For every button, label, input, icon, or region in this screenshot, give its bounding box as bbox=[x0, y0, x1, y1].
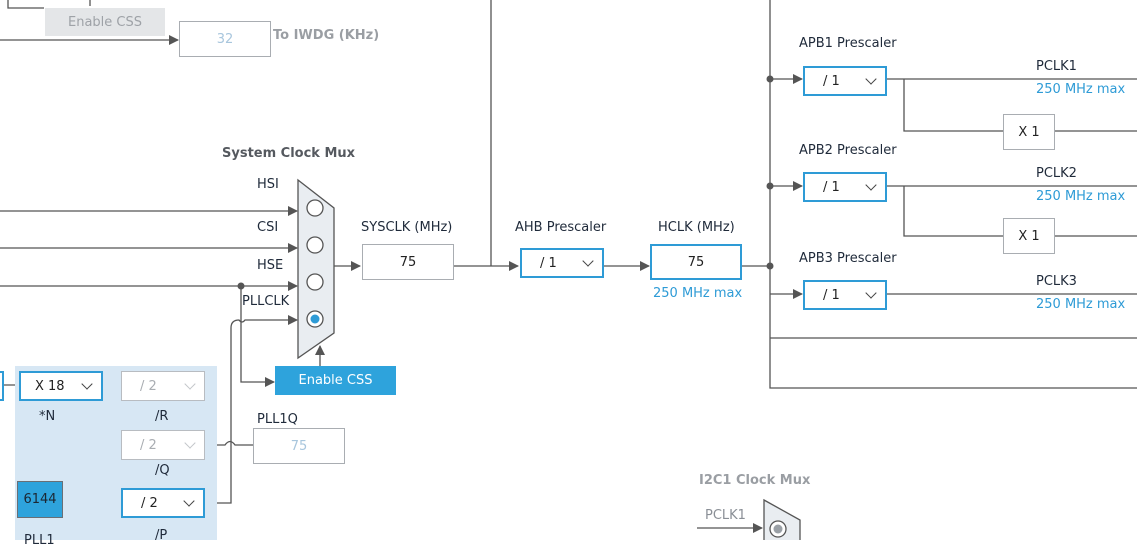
ahb-prescaler-label: AHB Prescaler bbox=[515, 220, 607, 235]
apb3-prescaler-label: APB3 Prescaler bbox=[799, 251, 897, 266]
mux-radio-hsi[interactable] bbox=[306, 199, 324, 217]
pll-q-value: / 2 bbox=[140, 437, 157, 453]
pll-p-value: / 2 bbox=[141, 495, 158, 511]
sysclk-label: SYSCLK (MHz) bbox=[361, 220, 453, 235]
pclk3-label: PCLK3 bbox=[1036, 274, 1077, 289]
apb2-prescaler-value: / 1 bbox=[823, 179, 840, 195]
pll-r-divider-select[interactable]: / 2 bbox=[121, 371, 205, 401]
apb1-prescaler-select[interactable]: / 1 bbox=[803, 66, 887, 96]
mux-radio-selected-dot bbox=[310, 314, 320, 324]
apb3-prescaler-select[interactable]: / 1 bbox=[803, 280, 887, 310]
pll-fraction-box[interactable]: 6144 bbox=[17, 481, 63, 518]
pclk1-max-label: 250 MHz max bbox=[1036, 82, 1126, 97]
pll1q-label: PLL1Q bbox=[257, 412, 298, 427]
pclk1-label: PCLK1 bbox=[1036, 59, 1077, 74]
mux-input-hse-label: HSE bbox=[257, 258, 284, 273]
i2c1-clock-mux-title: I2C1 Clock Mux bbox=[699, 473, 811, 488]
pll-r-value: / 2 bbox=[140, 378, 157, 394]
pll-n-label: *N bbox=[39, 409, 56, 424]
iwdg-value-box: 32 bbox=[179, 21, 271, 57]
mux-input-hsi-label: HSI bbox=[257, 177, 279, 192]
ahb-prescaler-value: / 1 bbox=[540, 255, 557, 271]
pll-n-value: X 18 bbox=[35, 378, 65, 394]
mux-radio-csi[interactable] bbox=[306, 236, 324, 254]
mux-input-csi-label: CSI bbox=[257, 220, 279, 235]
pclk2-max-label: 250 MHz max bbox=[1036, 189, 1126, 204]
pll-r-label: /R bbox=[155, 409, 169, 424]
pll-q-label: /Q bbox=[155, 463, 170, 478]
pll-n-multiplier-select[interactable]: X 18 bbox=[19, 371, 103, 401]
pll-p-divider-select[interactable]: / 2 bbox=[121, 488, 205, 518]
pll-q-divider-select[interactable]: / 2 bbox=[121, 430, 205, 460]
sysclk-value-box[interactable]: 75 bbox=[362, 244, 454, 280]
apb1-timer-multiplier-box: X 1 bbox=[1003, 114, 1055, 150]
hclk-label: HCLK (MHz) bbox=[658, 220, 735, 235]
enable-css-button-top[interactable]: Enable CSS bbox=[45, 8, 165, 36]
pclk3-max-label: 250 MHz max bbox=[1036, 297, 1126, 312]
enable-css-button[interactable]: Enable CSS bbox=[275, 366, 396, 395]
apb2-timer-multiplier-box: X 1 bbox=[1003, 218, 1055, 254]
apb1-prescaler-value: / 1 bbox=[823, 73, 840, 89]
ahb-prescaler-select[interactable]: / 1 bbox=[520, 248, 604, 278]
pll-p-label: /P bbox=[155, 528, 168, 543]
i2c1-input-pclk1-label: PCLK1 bbox=[705, 508, 746, 523]
pll-name-label: PLL1 bbox=[24, 533, 55, 548]
system-clock-mux-title: System Clock Mux bbox=[222, 146, 356, 161]
mux-input-pllclk-label: PLLCLK bbox=[242, 294, 290, 309]
apb1-prescaler-label: APB1 Prescaler bbox=[799, 36, 897, 51]
pclk2-label: PCLK2 bbox=[1036, 166, 1077, 181]
pll1q-value-box: 75 bbox=[253, 428, 345, 464]
iwdg-label: To IWDG (KHz) bbox=[273, 28, 380, 43]
pll-input-box[interactable] bbox=[0, 371, 4, 401]
apb2-prescaler-label: APB2 Prescaler bbox=[799, 143, 897, 158]
mux-radio-hse[interactable] bbox=[306, 273, 324, 291]
i2c-clock-mux bbox=[763, 498, 801, 540]
system-clock-mux bbox=[297, 178, 335, 360]
apb3-prescaler-value: / 1 bbox=[823, 287, 840, 303]
hclk-value-box[interactable]: 75 bbox=[650, 244, 742, 280]
apb2-prescaler-select[interactable]: / 1 bbox=[803, 172, 887, 202]
hclk-max-label: 250 MHz max bbox=[653, 286, 743, 301]
